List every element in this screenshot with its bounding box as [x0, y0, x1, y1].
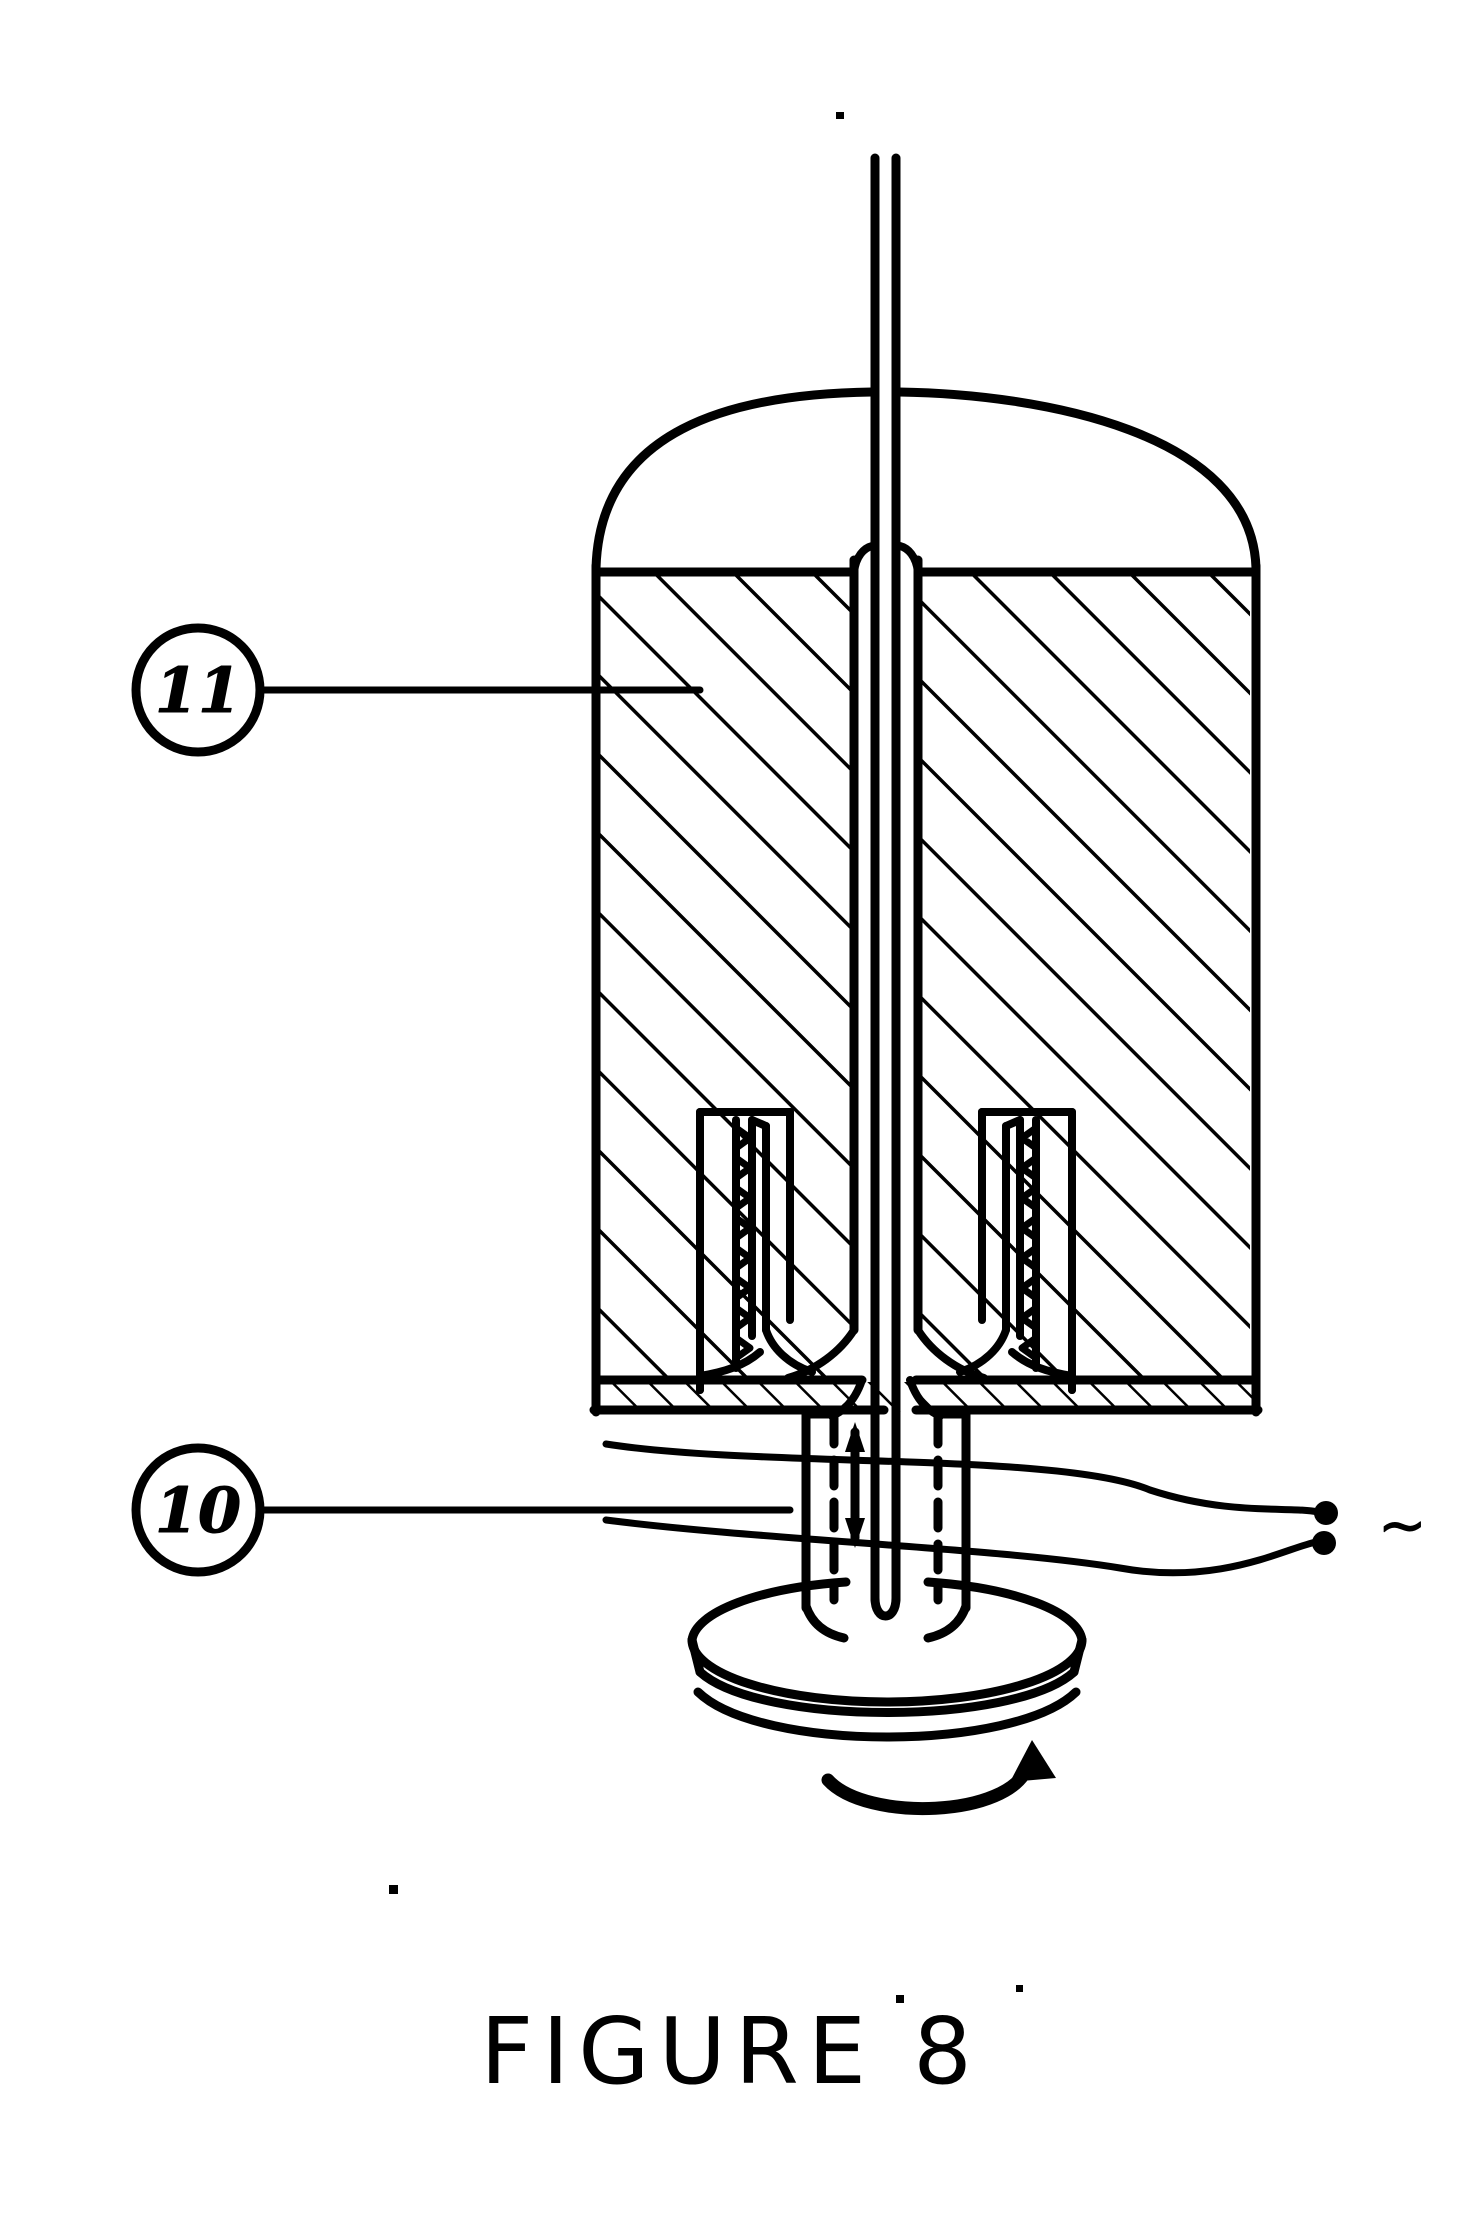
right-leader-lines — [602, 1440, 1338, 1577]
central-bore-walls — [849, 555, 923, 1335]
lower-boss-tube — [801, 1407, 971, 1643]
axial-travel-arrow — [845, 1422, 865, 1548]
base-disk — [687, 1577, 1087, 1742]
label-11-text: 11 — [155, 654, 241, 727]
rotation-arrow — [821, 1740, 1056, 1816]
leader-dot-lower — [1312, 1531, 1336, 1555]
left-threaded-insert — [696, 1108, 816, 1394]
reference-label-11[interactable]: 11 — [131, 623, 704, 757]
figure-caption: FIGURE 8 — [480, 1998, 981, 2105]
label-10-text: 10 — [155, 1474, 241, 1547]
leader-dot-upper — [1314, 1501, 1338, 1525]
dome-bore-fillet — [850, 542, 922, 576]
tilde-mark: ~ — [1378, 1491, 1427, 1559]
vessel-body-hatching — [600, 576, 1250, 1382]
reference-label-10[interactable]: 10 — [131, 1443, 794, 1577]
scan-specks — [389, 112, 1023, 2003]
right-threaded-insert — [956, 1108, 1076, 1394]
central-shaft — [870, 153, 901, 1621]
